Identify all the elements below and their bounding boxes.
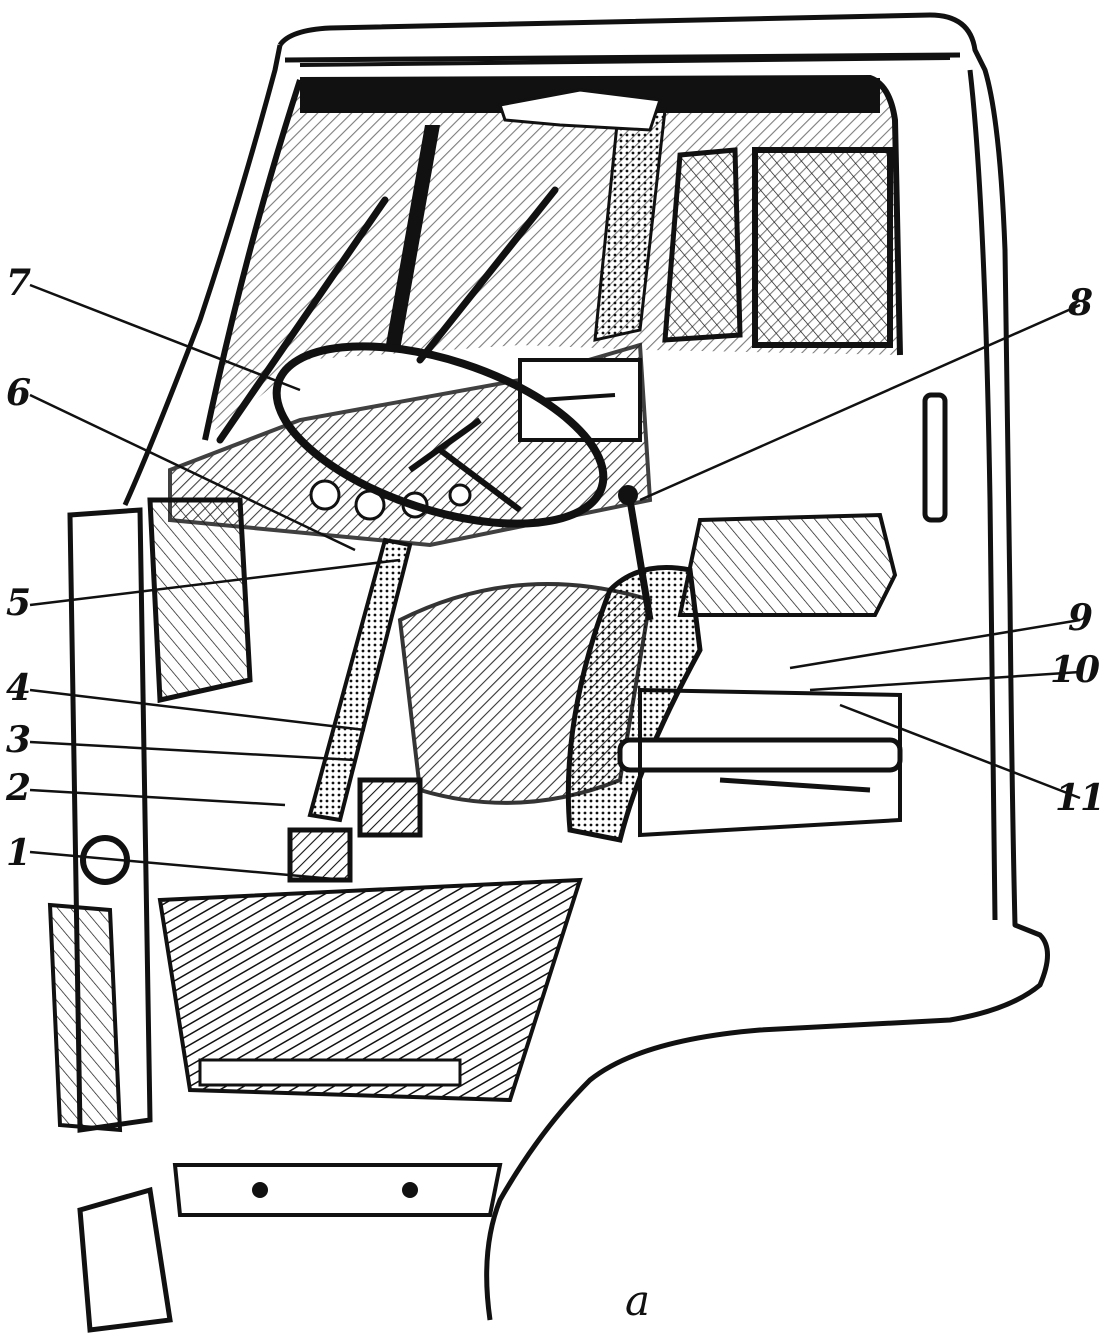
figure-caption: a bbox=[625, 1276, 650, 1325]
leader-1 bbox=[29, 850, 346, 882]
callout-label-4: 4 bbox=[6, 667, 31, 709]
driver-seat bbox=[565, 512, 903, 843]
a-pillar-panel bbox=[147, 497, 253, 704]
callout-labels: 1 2 3 4 5 6 7 8 9 10 11 bbox=[5, 262, 1105, 874]
callout-label-2: 2 bbox=[5, 767, 31, 809]
callout-label-1: 1 bbox=[6, 832, 31, 874]
steering-column bbox=[307, 537, 413, 823]
sun-visor bbox=[498, 88, 663, 132]
callout-label-11: 11 bbox=[1055, 777, 1105, 819]
callout-label-10: 10 bbox=[1050, 649, 1100, 691]
callout-label-7: 7 bbox=[6, 262, 31, 304]
door-handle bbox=[922, 392, 948, 523]
leader-3 bbox=[29, 740, 356, 762]
leader-6 bbox=[29, 393, 356, 552]
leader-5 bbox=[29, 558, 401, 607]
leader-lines bbox=[29, 283, 1081, 882]
callout-label-5: 5 bbox=[6, 582, 31, 624]
cab-body bbox=[122, 12, 1050, 1321]
leader-2 bbox=[29, 788, 286, 807]
door-edge bbox=[47, 507, 153, 1133]
callout-label-9: 9 bbox=[1068, 597, 1093, 639]
pedals bbox=[287, 777, 423, 883]
leader-10 bbox=[809, 670, 1081, 692]
leader-7 bbox=[29, 283, 301, 392]
leader-9 bbox=[789, 618, 1081, 670]
callout-label-8: 8 bbox=[1067, 282, 1093, 324]
cab-floor bbox=[157, 877, 583, 1103]
leader-11 bbox=[839, 703, 1081, 800]
roof-trim bbox=[299, 56, 951, 67]
wiper-blades bbox=[216, 186, 559, 444]
door-window bbox=[662, 147, 893, 348]
step-plate bbox=[77, 1163, 503, 1333]
callout-label-6: 6 bbox=[6, 372, 31, 414]
leader-4 bbox=[29, 688, 366, 732]
leader-8 bbox=[639, 303, 1081, 502]
callout-label-3: 3 bbox=[6, 719, 31, 761]
